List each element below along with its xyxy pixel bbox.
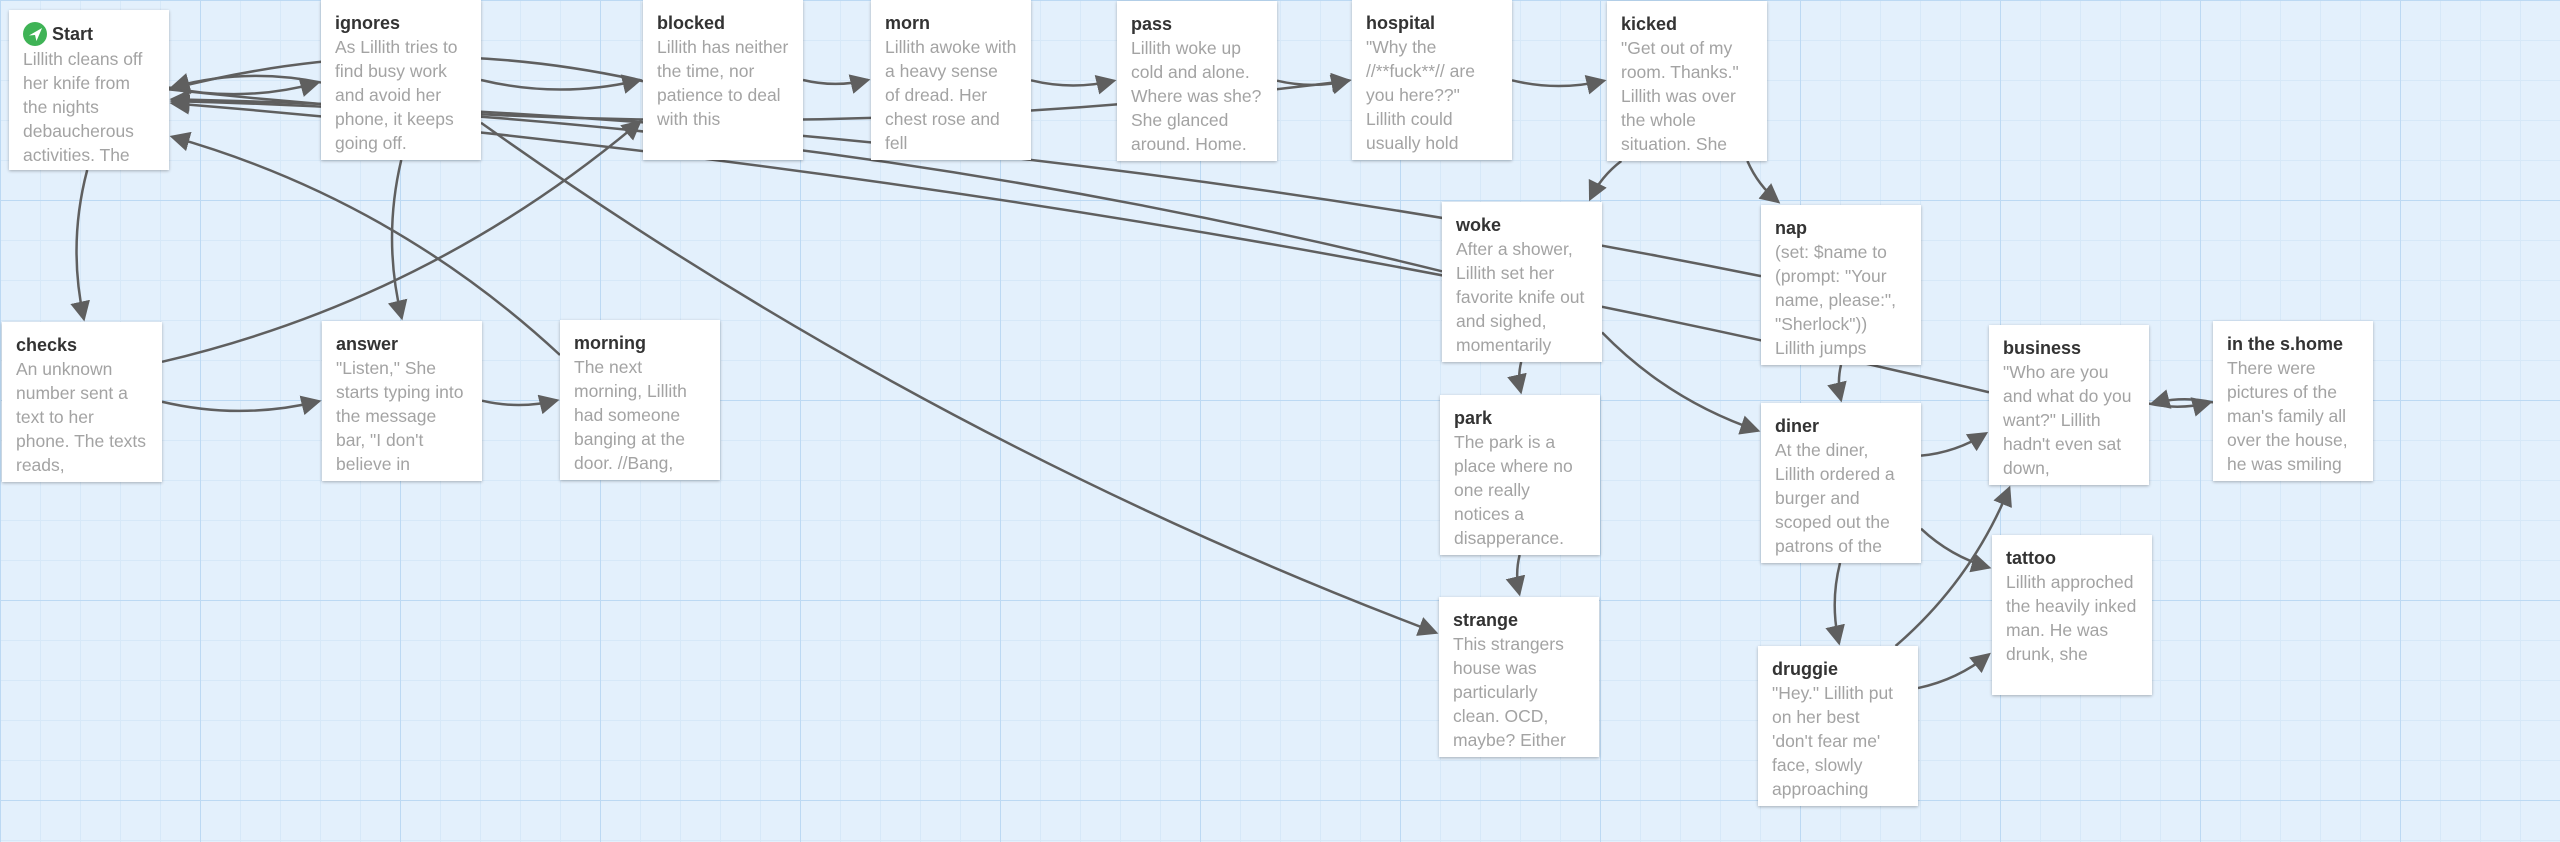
passage-ignores[interactable]: ignores As Lillith tries to find busy wo… [321,0,481,160]
passage-excerpt: The park is a place where no one really … [1454,432,1573,548]
passage-answer[interactable]: answer "Listen," She starts typing into … [322,321,482,481]
link-arrow-start-to-ignores [168,77,321,97]
passage-excerpt: Lillith approched the heavily inked man.… [2006,572,2137,664]
link-arrow-pass-to-hospital [1276,74,1352,95]
passage-title: morn [885,13,930,33]
link-arrow-nap-to-diner [1827,364,1847,403]
passage-title: kicked [1621,14,1678,34]
passage-title: pass [1131,14,1173,34]
link-arrow-druggie-to-tattoo [1917,652,1991,690]
link-arrow-ignores-to-start [169,73,322,93]
passage-excerpt: "Get out of my room. Thanks." Lillith wa… [1621,38,1739,154]
passage-title: Start [52,24,94,44]
passage-title: nap [1775,218,1808,238]
passage-title: strange [1453,610,1519,630]
passage-excerpt: Lillith woke up cold and alone. Where wa… [1131,38,1262,154]
passage-title: ignores [335,13,401,33]
passage-excerpt: "Hey." Lillith put on her best 'don't fe… [1772,683,1894,799]
link-arrow-checks-to-answer [161,395,322,416]
passage-morning[interactable]: morning The next morning, Lillith had so… [560,320,720,480]
passage-start[interactable]: Start Lillith cleans off her knife from … [9,10,169,170]
passage-title: answer [336,334,399,354]
passage-excerpt: After a shower, Lillith set her favorite… [1456,239,1585,355]
link-arrow-start-to-checks [70,169,90,322]
passage-title: blocked [657,13,726,33]
link-arrow-diner-to-tattoo [1920,527,1992,573]
passage-title: checks [16,335,78,355]
passage-excerpt: Lillith has neither the time, nor patien… [657,37,789,129]
link-arrow-morn-to-pass [1030,74,1117,95]
passage-title: diner [1775,416,1820,436]
passage-kicked[interactable]: kicked "Get out of my room. Thanks." Lil… [1607,1,1767,161]
link-arrow-business-to-shome [2148,397,2213,417]
passage-park[interactable]: park The park is a place where no one re… [1440,395,1600,555]
link-arrow-blocked-to-morn [802,74,871,94]
passage-title: hospital [1366,13,1436,33]
passage-excerpt: (set: $name to (prompt: "Your name, plea… [1775,242,1897,358]
passage-business[interactable]: business "Who are you and what do you wa… [1989,325,2149,485]
link-arrow-ignores-to-answer [387,159,408,321]
passage-excerpt: At the diner, Lillith ordered a burger a… [1775,440,1895,556]
link-arrow-woke-to-diner [1601,331,1761,435]
passage-woke[interactable]: woke After a shower, Lillith set her fav… [1442,202,1602,362]
passage-nap[interactable]: nap (set: $name to (prompt: "Your name, … [1761,205,1921,365]
passage-hospital[interactable]: hospital "Why the //**fuck**// are you h… [1352,0,1512,160]
passage-excerpt: The next morning, Lillith had someone ba… [574,357,687,473]
passage-druggie[interactable]: druggie "Hey." Lillith put on her best '… [1758,646,1918,806]
rocket-icon [23,22,47,46]
passage-excerpt: An unknown number sent a text to her pho… [16,359,147,475]
passage-excerpt: There were pictures of the man's family … [2227,358,2348,474]
passage-in-the-s-home[interactable]: in the s.home There were pictures of the… [2213,321,2373,481]
passage-excerpt: Lillith cleans off her knife from the ni… [23,49,143,165]
link-arrow-answer-to-morning [481,394,560,415]
passage-title: park [1454,408,1493,428]
link-arrow-park-to-strange [1505,554,1526,597]
link-arrow-hospital-to-kicked [1511,74,1607,95]
passage-title: tattoo [2006,548,2056,568]
passage-title: druggie [1772,659,1838,679]
passage-title: business [2003,338,2082,358]
passage-checks[interactable]: checks An unknown number sent a text to … [2,322,162,482]
link-arrow-diner-to-business [1920,432,1989,457]
link-arrow-woke-to-park [1507,361,1527,395]
passage-excerpt: "Why the //**fuck**// are you here??" Li… [1366,37,1475,153]
passage-strange[interactable]: strange This strangers house was particu… [1439,597,1599,757]
passage-excerpt: As Lillith tries to find busy work and a… [335,37,458,153]
passage-title: woke [1456,215,1502,235]
passage-tattoo[interactable]: tattoo Lillith approched the heavily ink… [1992,535,2152,695]
passage-diner[interactable]: diner At the diner, Lillith ordered a bu… [1761,403,1921,563]
passage-excerpt: "Who are you and what do you want?" Lill… [2003,362,2132,478]
passage-morn[interactable]: morn Lillith awoke with a heavy sense of… [871,0,1031,160]
passage-excerpt: This strangers house was particularly cl… [1453,634,1566,750]
link-arrow-ignores-to-blocked [480,74,643,94]
link-arrow-kicked-to-nap [1746,160,1781,204]
passage-title: morning [574,333,646,353]
passage-pass[interactable]: pass Lillith woke up cold and alone. Whe… [1117,1,1277,161]
passage-title: in the s.home [2227,334,2344,354]
passage-excerpt: "Listen," She starts typing into the mes… [336,358,464,474]
passage-blocked[interactable]: blocked Lillith has neither the time, no… [643,0,803,160]
passage-excerpt: Lillith awoke with a heavy sense of drea… [885,37,1017,153]
link-arrow-kicked-to-woke [1588,160,1623,202]
link-arrow-shome-to-business [2149,389,2214,409]
link-arrow-diner-to-druggie [1825,562,1845,646]
